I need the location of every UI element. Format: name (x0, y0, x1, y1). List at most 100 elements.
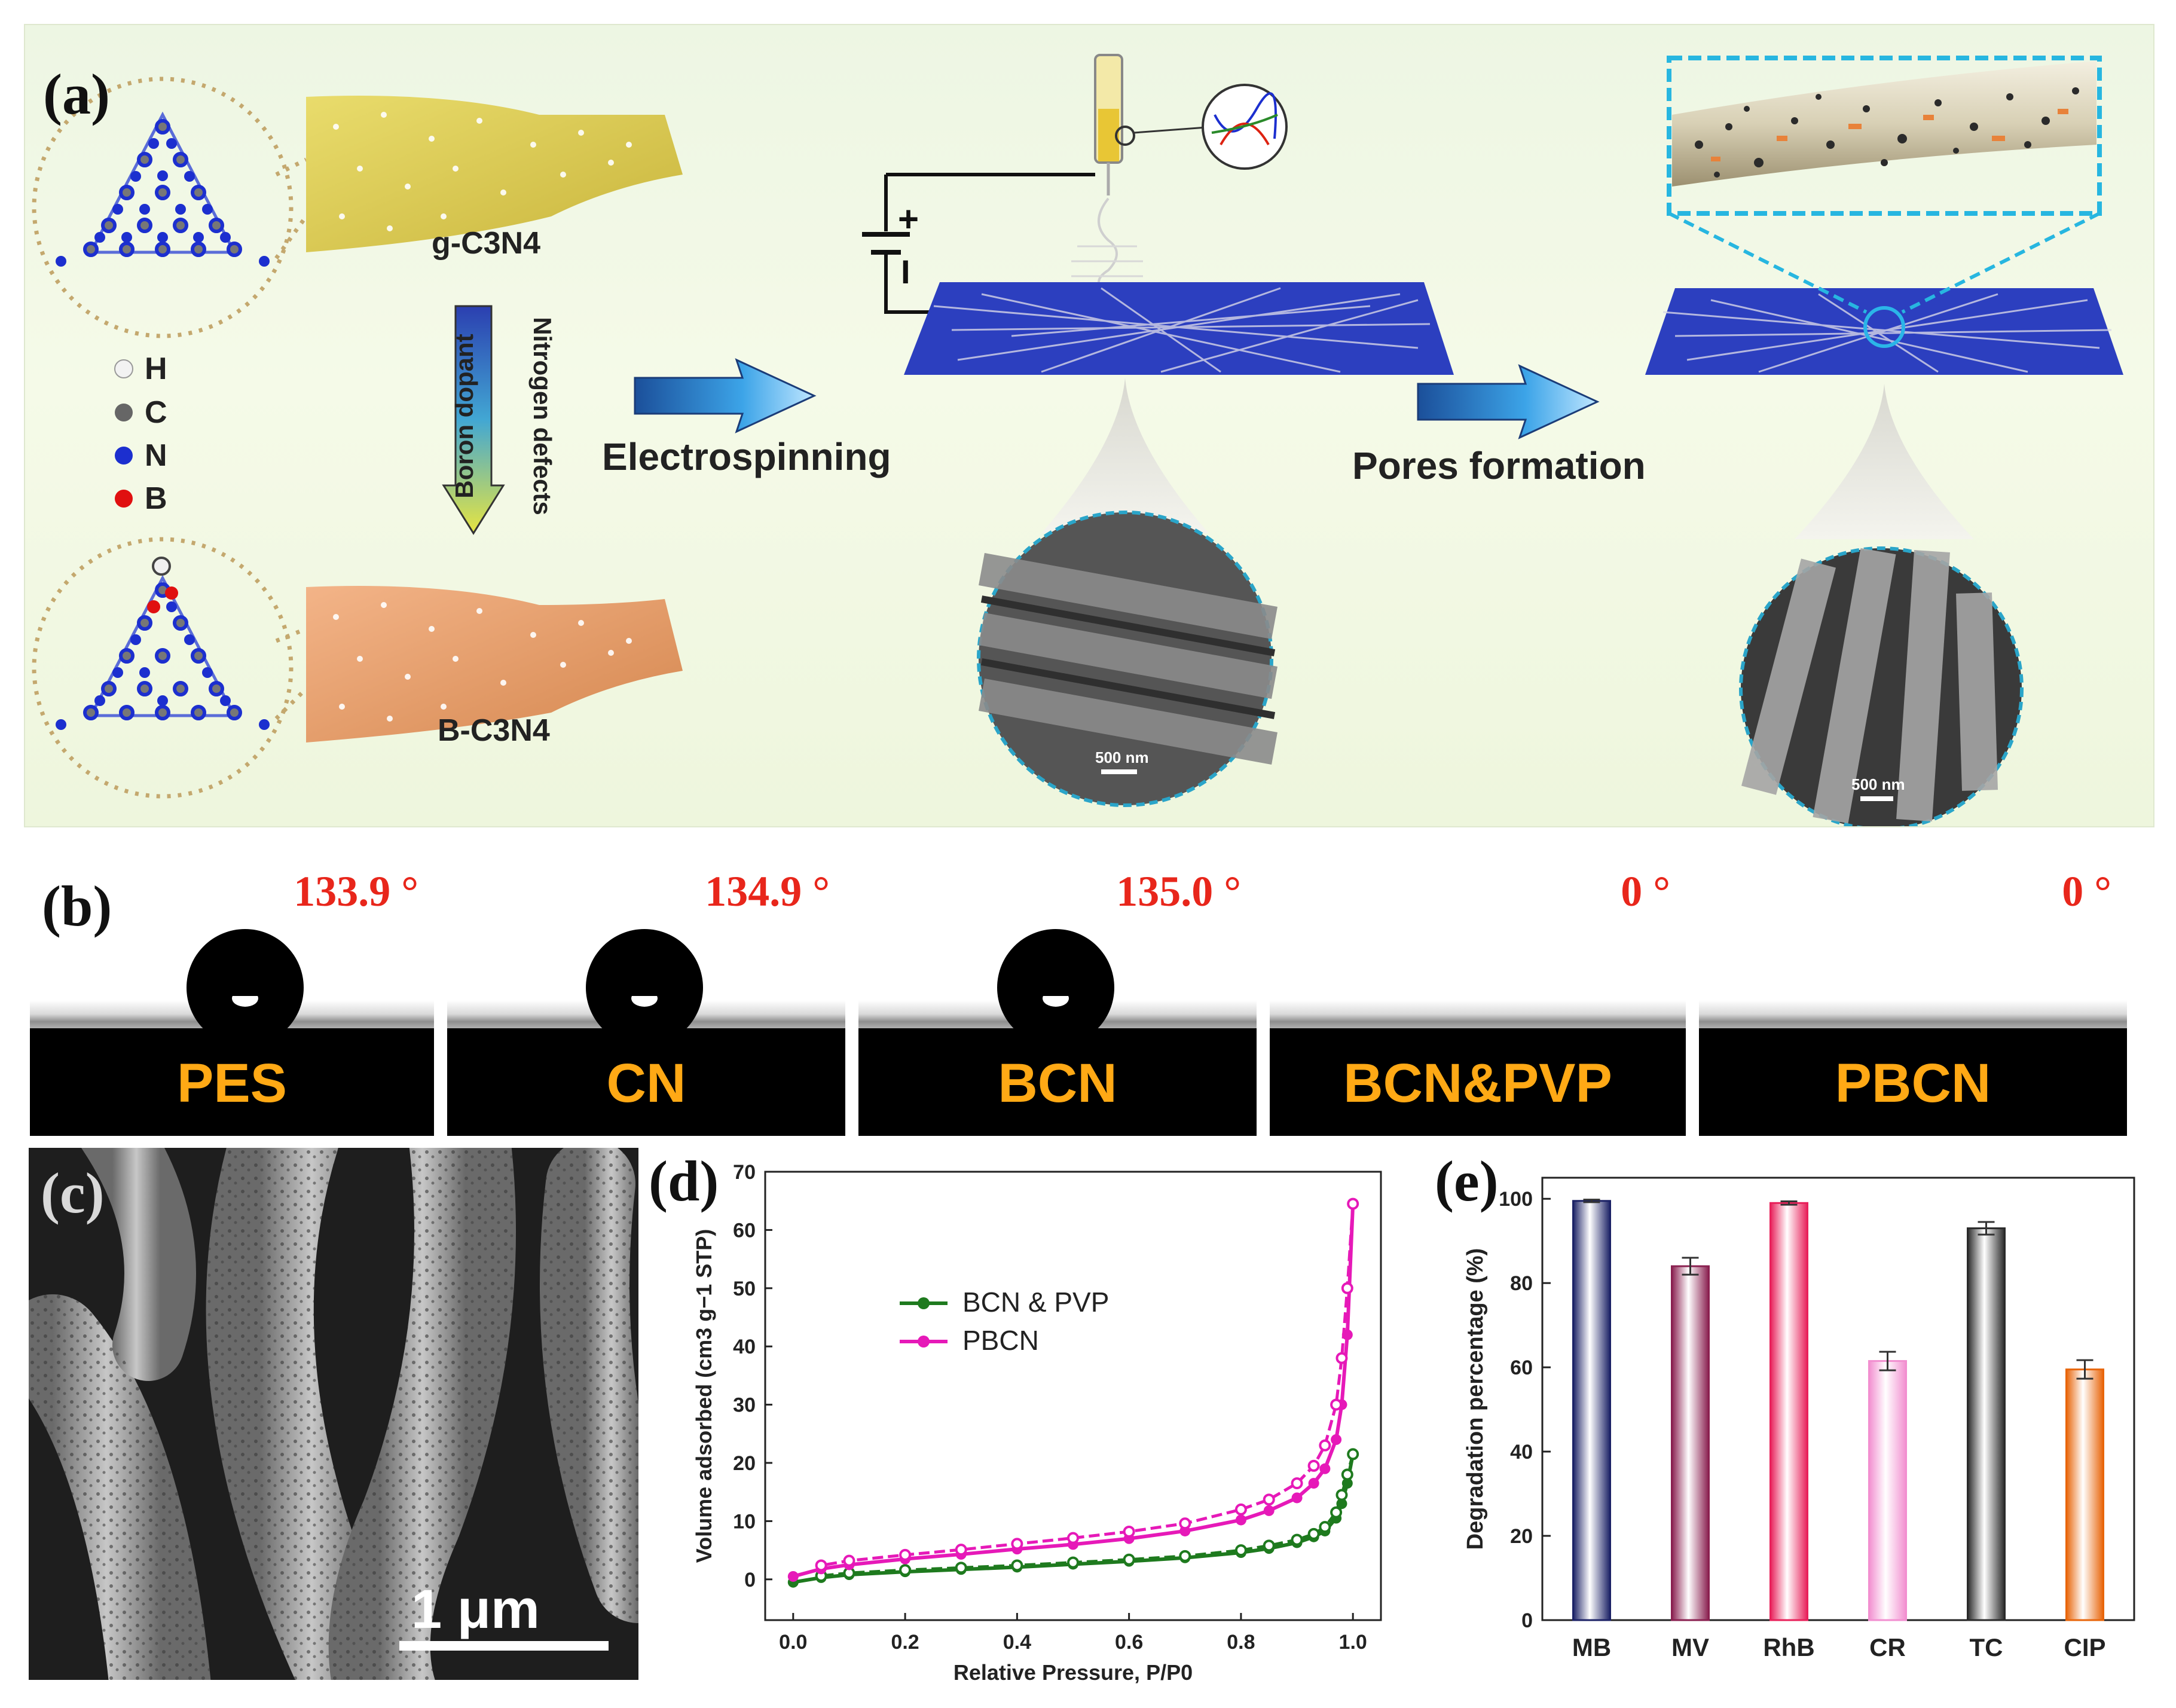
desorption-point (1263, 1493, 1275, 1506)
sample-name: PBCN (1835, 1053, 1991, 1114)
legend-n-label: N (145, 438, 167, 473)
sem-image-c (29, 1148, 638, 1680)
legend-label: PBCN (962, 1325, 1039, 1356)
desorption-point (1234, 1544, 1247, 1557)
desorption-point (1067, 1532, 1079, 1544)
desorption-point (1330, 1506, 1343, 1518)
scalebar-2-label: 500 nm (1851, 775, 1905, 793)
scalebar-c (399, 1641, 609, 1651)
g-c3n4-name: g-C3N4 (432, 226, 541, 261)
sample-name: PES (176, 1053, 288, 1114)
y-axis-label: Degradation percentage (%) (1463, 1248, 1488, 1550)
y-tick-label: 70 (733, 1161, 756, 1184)
desorption-point (1291, 1477, 1303, 1490)
droplet-image (447, 929, 845, 1136)
adsorption-point (1263, 1505, 1275, 1516)
bar-cip (2065, 1368, 2104, 1621)
adsorption-point (787, 1570, 799, 1582)
fiber-zoom-box (1667, 56, 2102, 216)
desorption-point (1263, 1539, 1275, 1552)
desorption-point (955, 1562, 967, 1574)
panel-b-label: (b) (42, 874, 112, 938)
x-tick-label: 0.6 (1115, 1631, 1143, 1654)
droplet-image (30, 929, 434, 1136)
pores-formation-arrow (1417, 364, 1600, 439)
plot-frame (764, 1171, 1382, 1621)
contact-angle-pbcn: 0 ° PBCN (1699, 849, 2135, 1136)
desorption-point (1319, 1439, 1331, 1452)
desorption-point (1341, 1468, 1353, 1481)
panel-c: (c) 1 μm (29, 1148, 638, 1680)
panel-e-label: (e) (1435, 1149, 1499, 1213)
g-c3n4-molecule (56, 111, 270, 267)
legend-marker (918, 1297, 930, 1309)
collector-plate-1 (904, 282, 1454, 375)
minus-sign: I (901, 253, 910, 291)
contact-angle-value: 0 ° (2062, 867, 2111, 915)
x-tick-label: 0.8 (1227, 1631, 1255, 1654)
boron-dopant-label: Boron dopant (450, 334, 478, 499)
contact-angle-cn: 134.9 °CN (447, 849, 854, 1136)
adsorption-point (1291, 1492, 1303, 1504)
b-c3n4-name: B-C3N4 (438, 713, 550, 748)
desorption-point (1179, 1517, 1191, 1530)
contact-angle-value: 135.0 ° (1116, 867, 1241, 915)
desorption-point (1341, 1282, 1353, 1294)
scalebar-1-label: 500 nm (1095, 748, 1149, 766)
adsorption-point (1319, 1463, 1331, 1474)
y-tick-label: 20 (1510, 1525, 1533, 1548)
legend-c-label: C (145, 395, 167, 430)
desorption-point (1307, 1459, 1320, 1472)
x-tick-label: CR (1869, 1633, 1906, 1661)
sample-name: BCN&PVP (1343, 1053, 1612, 1114)
x-tick-label: RhB (1763, 1633, 1814, 1661)
water-droplet (187, 929, 304, 1046)
g-c3n4-sheet (306, 96, 683, 252)
legend-marker (918, 1336, 930, 1348)
y-tick-label: 60 (1510, 1356, 1533, 1379)
desorption-point (1330, 1398, 1343, 1411)
bar-tc (1967, 1227, 2006, 1621)
adsorption-point (1331, 1434, 1342, 1446)
legend-b-dot (115, 490, 133, 508)
plus-sign: + (898, 199, 919, 239)
desorption-point (1123, 1525, 1135, 1538)
droplet-image (1699, 963, 2127, 1136)
desorption-point (1067, 1556, 1079, 1569)
contact-angle-pes: 133.9 °PES (30, 849, 442, 1136)
desorption-point (1319, 1521, 1331, 1533)
electrospinning-arrow (634, 358, 817, 433)
legend-label: BCN & PVP (962, 1287, 1109, 1318)
panel-a-illustration (32, 54, 2123, 826)
x-tick-label: MB (1572, 1633, 1611, 1661)
x-tick-label: 0.0 (779, 1631, 807, 1654)
b-c3n4-molecule (56, 557, 270, 730)
sem-image-2 (1739, 546, 2024, 826)
desorption-point (1011, 1538, 1023, 1550)
water-droplet (586, 929, 703, 1046)
adsorption-point (1341, 1478, 1353, 1489)
b-c3n4-label: B-C3N4 (438, 713, 550, 748)
desorption-point (815, 1559, 827, 1572)
y-tick-label: 30 (733, 1394, 756, 1417)
legend-b-label: B (145, 481, 167, 516)
contact-angle-bcn-pvp: 0 °BCN&PVP (1270, 849, 1694, 1136)
y-tick-label: 100 (1499, 1188, 1533, 1211)
adsorption-point (1341, 1329, 1353, 1340)
adsorption-line (793, 1203, 1355, 1578)
y-axis-label: Volume adsorbed (cm3 g−1 STP) (692, 1229, 716, 1563)
y-tick-label: 40 (733, 1336, 756, 1358)
panel-a: (a) H C N B g-C3N4 B-C3N4 Boron dopant N… (24, 24, 2154, 827)
desorption-point (1335, 1352, 1348, 1364)
scalebar-c-label: 1 μm (411, 1579, 540, 1640)
x-tick-label: CIP (2064, 1633, 2105, 1661)
porous-fiber (1672, 61, 2096, 187)
y-tick-label: 60 (733, 1219, 756, 1242)
contact-angle-value: 134.9 ° (705, 867, 830, 915)
pores-formation-label: Pores formation (1352, 444, 1646, 487)
legend-h-dot (114, 359, 133, 378)
